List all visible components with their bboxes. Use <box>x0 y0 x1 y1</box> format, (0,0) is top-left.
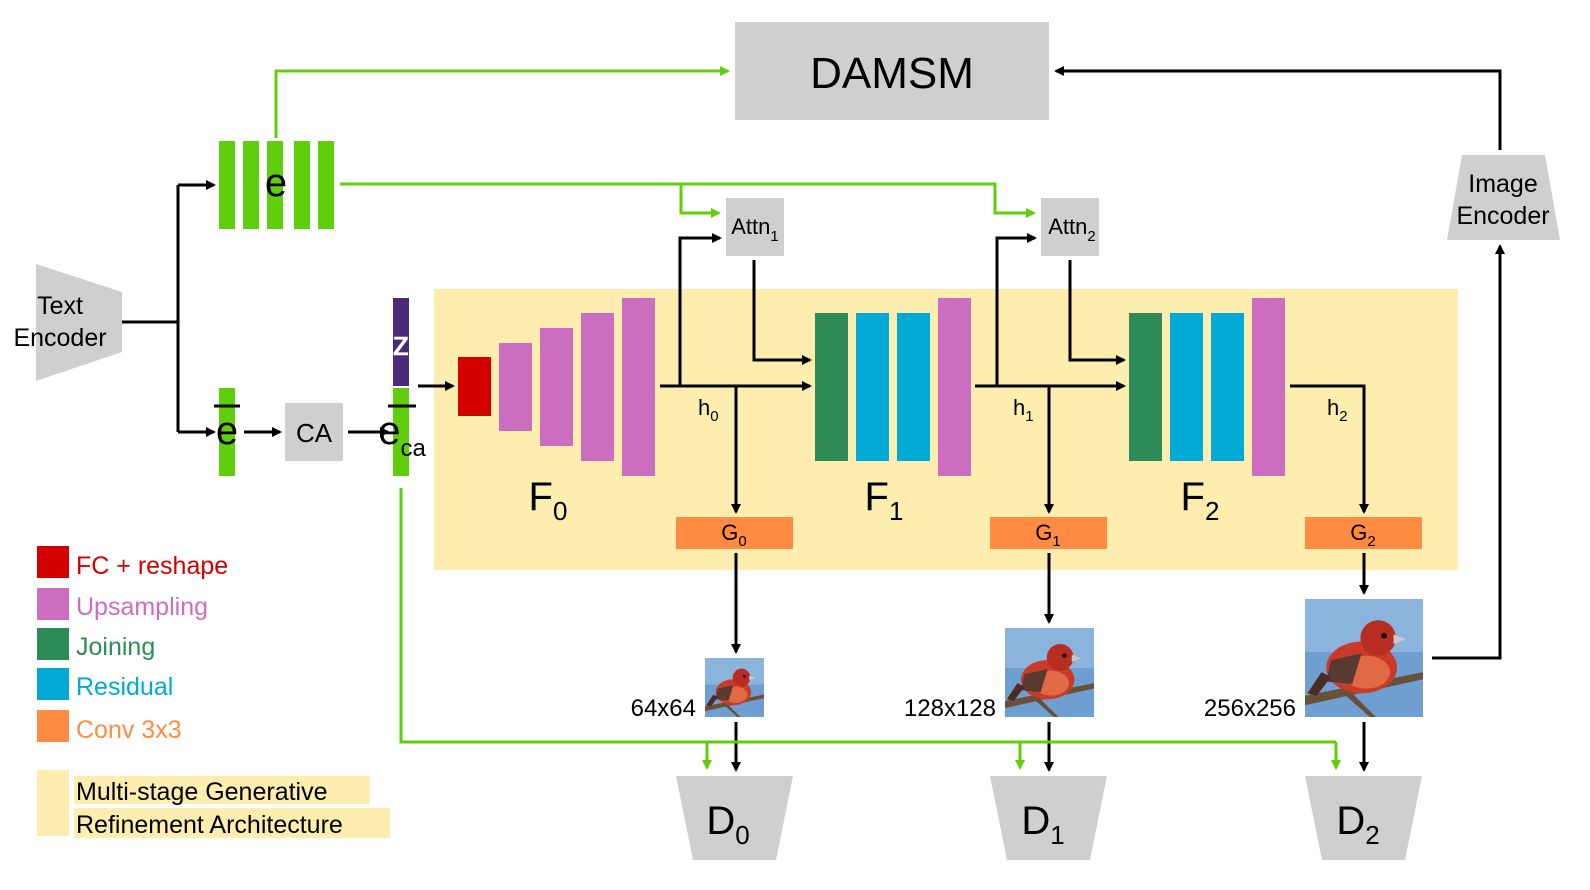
legend-region-highlight <box>74 808 390 838</box>
legend-swatch-residual <box>37 668 69 700</box>
hidden-state-label: h2 <box>1327 395 1348 425</box>
z-noise-block <box>393 298 409 386</box>
generator-conv-block <box>1305 517 1422 549</box>
sentence-feature-label: e <box>216 409 238 453</box>
stage-label: F2 <box>1181 475 1220 526</box>
hidden-state-label: h1 <box>1013 395 1034 425</box>
legend-region-label: Refinement Architecture <box>76 811 343 839</box>
generator-label: G1 <box>1035 520 1060 550</box>
stage-label: F0 <box>529 475 568 526</box>
attention-block <box>1041 198 1099 256</box>
resolution-label: 64x64 <box>631 695 696 722</box>
stage-label: F1 <box>865 475 904 526</box>
resolution-label: 256x256 <box>1204 695 1296 722</box>
word-features-block <box>219 141 334 229</box>
legend-swatch-fc <box>37 546 69 578</box>
generator-label: G2 <box>1350 520 1375 550</box>
text-encoder-label-2: Encoder <box>13 324 106 352</box>
legend-label: Joining <box>76 633 155 661</box>
sentence-feature-block <box>219 388 235 476</box>
upsample-block <box>581 313 614 461</box>
legend-label: Residual <box>76 673 173 701</box>
legend-swatch-region <box>37 770 69 836</box>
data-flow-arrows <box>122 66 1505 772</box>
attention-label: Attn2 <box>1048 214 1095 245</box>
word-features-label: e <box>265 161 287 205</box>
residual-block <box>1211 313 1244 461</box>
legend-region-label: Multi-stage Generative <box>76 778 328 806</box>
joining-block <box>815 313 848 461</box>
fc-reshape-block <box>458 357 491 416</box>
residual-block <box>897 313 930 461</box>
ca-block <box>285 403 343 461</box>
damsm-block <box>735 22 1049 120</box>
residual-block <box>856 313 889 461</box>
conditioning-block <box>393 388 409 476</box>
text-encoder-label-1: Text <box>37 292 83 320</box>
z-noise-label: z <box>393 325 410 363</box>
text-encoder-block <box>36 264 122 381</box>
legend: FC + reshape Upsampling Joining Residual… <box>37 546 390 839</box>
legend-swatch-conv <box>37 710 69 742</box>
legend-region-highlight <box>74 776 370 804</box>
generated-image <box>705 658 764 717</box>
image-encoder-label-1: Image <box>1468 170 1537 198</box>
damsm-label: DAMSM <box>810 49 974 98</box>
upsample-block <box>499 343 532 431</box>
image-encoder-block <box>1447 155 1560 240</box>
hidden-state-label: h0 <box>698 395 719 425</box>
discriminator-label: D0 <box>706 799 749 850</box>
discriminator-label: D1 <box>1021 799 1064 850</box>
legend-swatch-upsampling <box>37 588 69 620</box>
upsample-block <box>938 298 971 476</box>
generator-conv-block <box>990 517 1107 549</box>
attention-label: Attn1 <box>731 214 778 245</box>
legend-label: Upsampling <box>76 593 208 621</box>
discriminator-block <box>676 776 793 860</box>
joining-block <box>1129 313 1162 461</box>
discriminator-block <box>990 776 1107 860</box>
generated-image <box>1305 599 1423 717</box>
legend-swatch-joining <box>37 628 69 660</box>
residual-block <box>1170 313 1203 461</box>
discriminator-block <box>1305 776 1422 860</box>
upsample-block <box>622 298 655 476</box>
generator-label: G0 <box>721 520 746 550</box>
text-feature-arrows <box>274 66 1341 770</box>
attention-block <box>726 198 784 256</box>
resolution-label: 128x128 <box>904 695 996 722</box>
discriminator-label: D2 <box>1336 799 1379 850</box>
generated-image <box>1005 628 1094 717</box>
legend-label: Conv 3x3 <box>76 716 182 744</box>
generator-conv-block <box>676 517 793 549</box>
image-encoder-label-2: Encoder <box>1456 202 1549 230</box>
legend-label: FC + reshape <box>76 552 228 580</box>
upsample-block <box>1252 298 1285 476</box>
ca-label: CA <box>296 418 333 448</box>
upsample-block <box>540 328 573 446</box>
